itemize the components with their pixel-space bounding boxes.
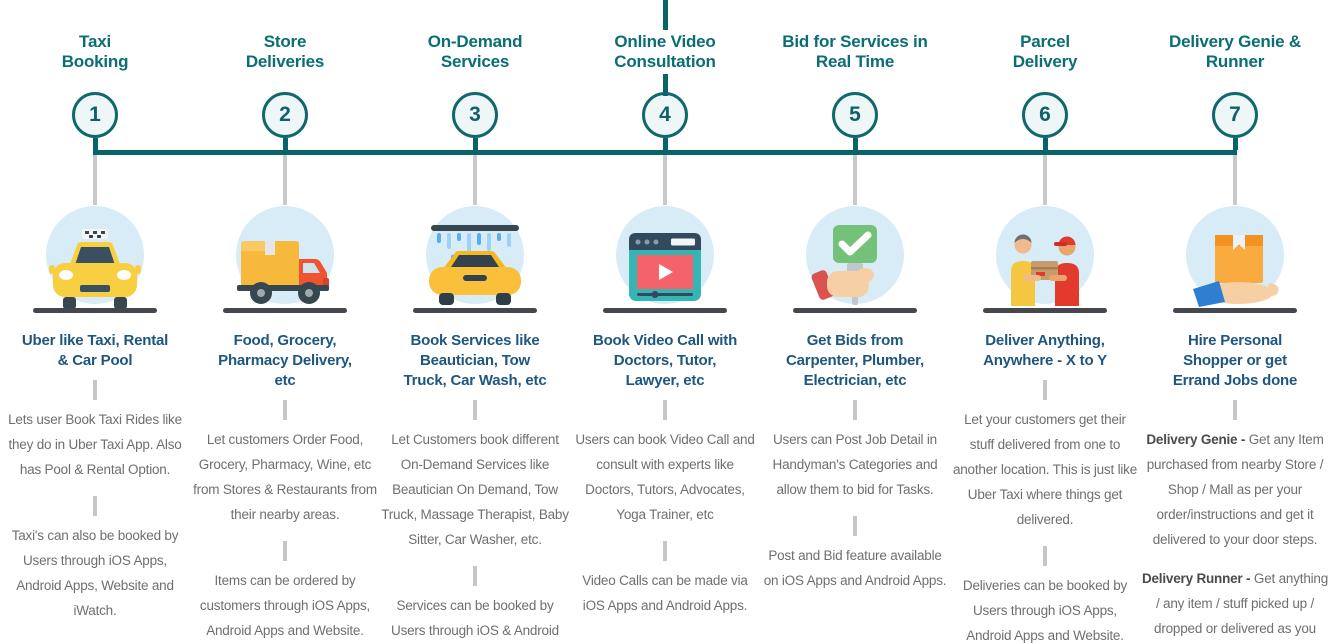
column-title: Online Video Consultation xyxy=(614,32,716,71)
separator-dash xyxy=(283,400,287,420)
description-paragraph: Delivery Genie - Get any Item purchased … xyxy=(1146,432,1324,547)
circle-connector-line xyxy=(282,138,288,150)
column-taxi-booking: Taxi Booking 1 xyxy=(0,0,190,644)
ground-line xyxy=(33,308,157,313)
step-number: 2 xyxy=(279,103,291,126)
ground-line xyxy=(1173,308,1297,313)
ground-line xyxy=(603,308,727,313)
step-circle: 1 xyxy=(72,92,118,138)
column-parcel-delivery: Parcel Delivery 6 xyxy=(950,0,1140,644)
separator-dash xyxy=(473,566,477,586)
circle-connector-line xyxy=(1232,138,1238,150)
separator-dash xyxy=(663,541,667,561)
circle-connector-line xyxy=(662,138,668,150)
step-number: 3 xyxy=(469,103,481,126)
ground-line xyxy=(223,308,347,313)
column-subtitle: Deliver Anything, Anywhere - X to Y xyxy=(983,332,1107,369)
description-paragraph: Lets user Book Taxi Rides like they do i… xyxy=(8,412,182,477)
column-title: On-Demand Services xyxy=(427,32,523,71)
description-paragraph: Post and Bid feature available on iOS Ap… xyxy=(763,548,947,588)
description-paragraph: Let customers Order Food, Grocery, Pharm… xyxy=(193,432,377,522)
description-paragraph: Users can book Video Call and consult wi… xyxy=(575,432,755,522)
icon-connector-line xyxy=(473,150,477,205)
separator-dash xyxy=(1233,400,1237,420)
icon-connector-line xyxy=(663,150,667,205)
step-number: 4 xyxy=(659,103,671,126)
column-title: Delivery Genie & Runner xyxy=(1169,32,1301,71)
step-circle: 3 xyxy=(452,92,498,138)
ground-line xyxy=(413,308,537,313)
bid-check-sign-icon xyxy=(785,205,925,317)
column-title: Store Deliveries xyxy=(245,32,325,71)
column-subtitle: Get Bids from Carpenter, Plumber, Electr… xyxy=(786,332,924,389)
separator-dash xyxy=(93,380,97,400)
description-paragraph: Taxi's can also be booked by Users throu… xyxy=(11,528,179,618)
separator-dash xyxy=(1043,380,1047,400)
column-subtitle: Hire Personal Shopper or get Errand Jobs… xyxy=(1172,332,1298,389)
column-subtitle: Uber like Taxi, Rental & Car Pool xyxy=(21,332,169,369)
step-circle: 4 xyxy=(642,92,688,138)
separator-dash xyxy=(663,400,667,420)
column-on-demand-services: On-Demand Services 3 xyxy=(380,0,570,644)
column-subtitle: Book Services like Beautician, Tow Truck… xyxy=(403,332,547,389)
taxi-icon xyxy=(25,205,165,317)
separator-dash xyxy=(283,541,287,561)
description-paragraph: Let your customers get their stuff deliv… xyxy=(952,412,1138,527)
title-circle-connector-line xyxy=(662,74,668,96)
column-title: Parcel Delivery xyxy=(1012,32,1078,71)
step-circle: 5 xyxy=(832,92,878,138)
separator-dash xyxy=(853,400,857,420)
separator-dash xyxy=(93,496,97,516)
circle-connector-line xyxy=(852,138,858,150)
column-online-video-consultation: Online Video Consultation 4 xyxy=(570,0,760,644)
description-paragraph: Let Customers book different On-Demand S… xyxy=(381,432,569,547)
description-paragraph: Delivery Runner - Get anything / any ite… xyxy=(1141,571,1329,636)
step-circle: 2 xyxy=(262,92,308,138)
step-number: 5 xyxy=(849,103,861,126)
circle-connector-line xyxy=(472,138,478,150)
car-wash-icon xyxy=(405,205,545,317)
step-number: 1 xyxy=(89,103,101,126)
description-paragraph: Users can Post Job Detail in Handyman's … xyxy=(772,432,938,497)
timeline-connector-line xyxy=(93,150,1237,155)
circle-connector-line xyxy=(1042,138,1048,150)
column-subtitle: Food, Grocery, Pharmacy Delivery, etc xyxy=(218,332,352,389)
separator-dash xyxy=(1043,546,1047,566)
icon-connector-line xyxy=(93,150,97,205)
ground-line xyxy=(793,308,917,313)
step-number: 6 xyxy=(1039,103,1051,126)
column-store-deliveries: Store Deliveries 2 xyxy=(190,0,380,644)
icon-connector-line xyxy=(1043,150,1047,205)
circle-connector-line xyxy=(92,138,98,150)
top-connector-line xyxy=(662,0,668,30)
column-delivery-genie-runner: Delivery Genie & Runner 7 Hire xyxy=(1140,0,1330,644)
icon-connector-line xyxy=(1233,150,1237,205)
step-number: 7 xyxy=(1229,103,1241,126)
description-paragraph: Items can be ordered by customers throug… xyxy=(199,573,371,638)
video-player-icon xyxy=(595,205,735,317)
description-paragraph: Services can be booked by Users through … xyxy=(391,598,559,638)
column-title: Bid for Services in Real Time xyxy=(782,32,928,71)
delivery-truck-icon xyxy=(215,205,355,317)
column-bid-for-services: Bid for Services in Real Time 5 xyxy=(760,0,950,644)
step-circle: 7 xyxy=(1212,92,1258,138)
step-circle: 6 xyxy=(1022,92,1068,138)
column-subtitle: Book Video Call with Doctors, Tutor, Law… xyxy=(592,332,738,389)
description-paragraph: Video Calls can be made via iOS Apps and… xyxy=(582,573,748,613)
icon-connector-line xyxy=(283,150,287,205)
handover-box-icon xyxy=(975,205,1115,317)
separator-dash xyxy=(853,516,857,536)
hand-holding-box-icon xyxy=(1165,205,1305,317)
separator-dash xyxy=(473,400,477,420)
column-title: Taxi Booking xyxy=(61,32,129,71)
description-paragraph: Deliveries can be booked by Users throug… xyxy=(962,578,1128,643)
ground-line xyxy=(983,308,1107,313)
icon-connector-line xyxy=(853,150,857,205)
